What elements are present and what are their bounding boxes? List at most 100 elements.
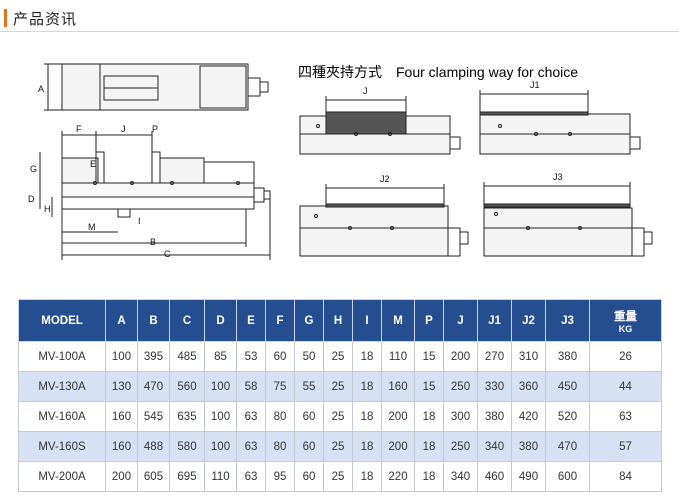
section-title: 产品资讯 [13, 9, 78, 28]
dim-e: E [90, 159, 96, 169]
dim-i: I [138, 216, 141, 226]
cell-m: 160 [381, 371, 415, 402]
section-header: 产品资讯 [4, 6, 77, 30]
cell-b: 470 [137, 371, 170, 402]
spec-header-row: MODEL A B C D E F G H I M P J J1 J2 J3 重… [18, 299, 662, 342]
cell-c: 695 [169, 461, 205, 492]
spec-table: MODEL A B C D E F G H I M P J J1 J2 J3 重… [18, 299, 662, 492]
cell-p: 18 [414, 431, 444, 462]
cell-p: 18 [414, 401, 444, 432]
col-i: I [352, 299, 382, 342]
col-b: B [137, 299, 170, 342]
clamp-label-j2: J2 [380, 174, 390, 184]
cell-j2: 490 [511, 461, 546, 492]
cell-b: 545 [137, 401, 170, 432]
clamp-label-j1: J1 [530, 80, 540, 90]
cell-h: 25 [323, 371, 353, 402]
cell-a: 160 [105, 431, 138, 462]
col-m: M [381, 299, 415, 342]
cell-j: 300 [443, 401, 478, 432]
cell-p: 15 [414, 341, 444, 372]
cell-h: 25 [323, 341, 353, 372]
cell-d: 100 [204, 371, 237, 402]
cell-g: 50 [294, 341, 324, 372]
cell-weight: 63 [589, 401, 662, 432]
cell-i: 18 [352, 461, 382, 492]
dim-h: H [44, 204, 51, 214]
cell-weight: 26 [589, 341, 662, 372]
col-g: G [294, 299, 324, 342]
cell-weight: 44 [589, 371, 662, 402]
cell-e: 63 [236, 461, 266, 492]
cell-c: 485 [169, 341, 205, 372]
cell-e: 58 [236, 371, 266, 402]
cell-j: 200 [443, 341, 478, 372]
cell-c: 580 [169, 431, 205, 462]
top-view-drawing [44, 63, 269, 111]
cell-i: 18 [352, 371, 382, 402]
dim-m: M [88, 222, 96, 232]
cell-d: 85 [204, 341, 237, 372]
col-p: P [414, 299, 444, 342]
cell-m: 220 [381, 461, 415, 492]
cell-j3: 450 [545, 371, 590, 402]
clamp-view-j3 [483, 182, 653, 257]
cell-m: 200 [381, 401, 415, 432]
cell-p: 15 [414, 371, 444, 402]
weight-label: 重量 [614, 310, 637, 323]
dim-b: B [150, 237, 156, 247]
cell-m: 110 [381, 341, 415, 372]
cell-g: 55 [294, 371, 324, 402]
cell-j1: 340 [477, 431, 512, 462]
dim-p: P [152, 124, 158, 134]
cell-e: 63 [236, 401, 266, 432]
cell-a: 160 [105, 401, 138, 432]
cell-p: 18 [414, 461, 444, 492]
cell-a: 200 [105, 461, 138, 492]
cell-j2: 360 [511, 371, 546, 402]
col-j3: J3 [545, 299, 590, 342]
cell-f: 80 [265, 401, 295, 432]
cell-j1: 330 [477, 371, 512, 402]
cell-b: 605 [137, 461, 170, 492]
col-j1: J1 [477, 299, 512, 342]
dim-d: D [28, 194, 35, 204]
cell-j3: 380 [545, 341, 590, 372]
dim-f: F [76, 124, 82, 134]
col-f: F [265, 299, 295, 342]
cell-j: 340 [443, 461, 478, 492]
cell-f: 80 [265, 431, 295, 462]
cell-d: 110 [204, 461, 237, 492]
cell-b: 488 [137, 431, 170, 462]
cell-j: 250 [443, 431, 478, 462]
cell-m: 200 [381, 431, 415, 462]
weight-unit: KG [618, 323, 633, 334]
cell-a: 130 [105, 371, 138, 402]
vise-drawings: A F J P G E D H M I B C J J1 J2 J3 [28, 63, 653, 260]
cell-model: MV-160A [18, 401, 106, 432]
cell-i: 18 [352, 431, 382, 462]
caption-en: Four clamping way for choice [396, 64, 579, 80]
dim-a: A [38, 84, 44, 94]
cell-j3: 520 [545, 401, 590, 432]
cell-e: 63 [236, 431, 266, 462]
cell-c: 635 [169, 401, 205, 432]
clamp-view-j1 [479, 90, 641, 155]
cell-model: MV-200A [18, 461, 106, 492]
cell-d: 100 [204, 401, 237, 432]
header-accent-bar [4, 9, 7, 27]
cell-j3: 470 [545, 431, 590, 462]
cell-h: 25 [323, 431, 353, 462]
cell-j1: 380 [477, 401, 512, 432]
cell-g: 60 [294, 461, 324, 492]
cell-b: 395 [137, 341, 170, 372]
cell-model: MV-160S [18, 431, 106, 462]
caption-zh: 四種夾持方式 [298, 64, 382, 80]
cell-j1: 460 [477, 461, 512, 492]
dim-c: C [164, 249, 171, 259]
cell-a: 100 [105, 341, 138, 372]
